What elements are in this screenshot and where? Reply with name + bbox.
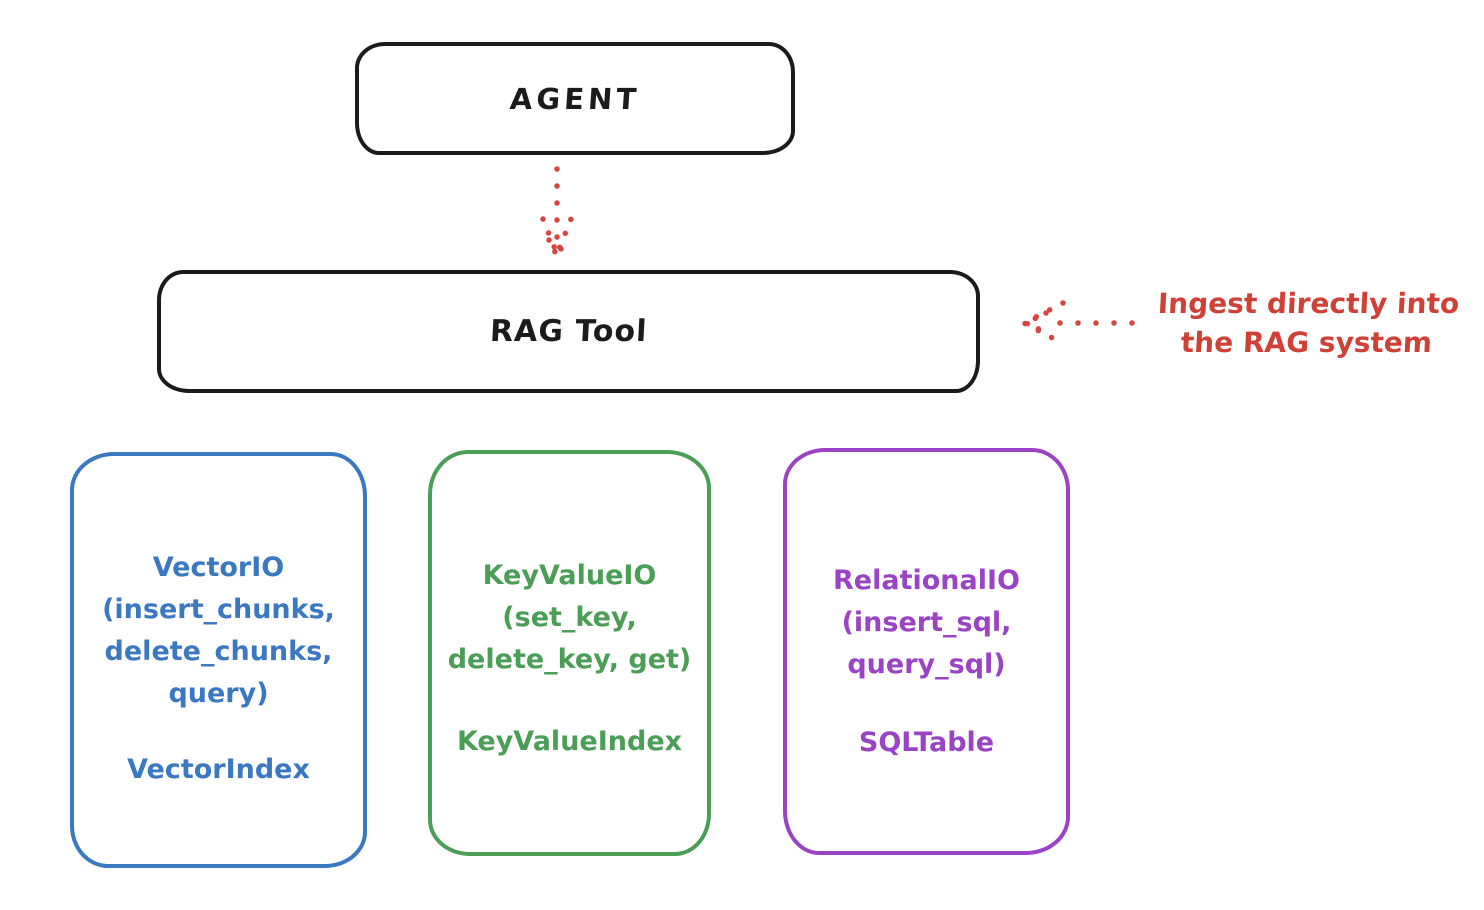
relational-io-node: RelationalIO (insert_sql, query_sql) SQL…	[783, 448, 1070, 855]
agent-label: AGENT	[508, 81, 642, 116]
rag-tool-label: RAG Tool	[488, 314, 649, 349]
keyvalue-index-label: KeyValueIndex	[456, 726, 683, 757]
sqltable-label: SQLTable	[858, 727, 995, 758]
relational-io-label: RelationalIO (insert_sql, query_sql)	[833, 565, 1020, 680]
keyvalue-io-label: KeyValueIO (set_key, delete_key, get)	[447, 560, 692, 675]
rag-tool-node: RAG Tool	[157, 270, 980, 393]
agent-node: AGENT	[355, 42, 795, 155]
vector-io-label: VectorIO (insert_chunks, delete_chunks, …	[102, 552, 335, 709]
ingest-into-ragtool-arrow	[1018, 300, 1135, 345]
vector-io-node: VectorIO (insert_chunks, delete_chunks, …	[70, 452, 367, 868]
agent-to-ragtool-arrow	[540, 166, 574, 262]
vector-index-label: VectorIndex	[127, 754, 310, 785]
keyvalue-io-node: KeyValueIO (set_key, delete_key, get) Ke…	[428, 450, 711, 856]
ingest-annotation: Ingest directly into the RAG system	[1156, 287, 1461, 359]
